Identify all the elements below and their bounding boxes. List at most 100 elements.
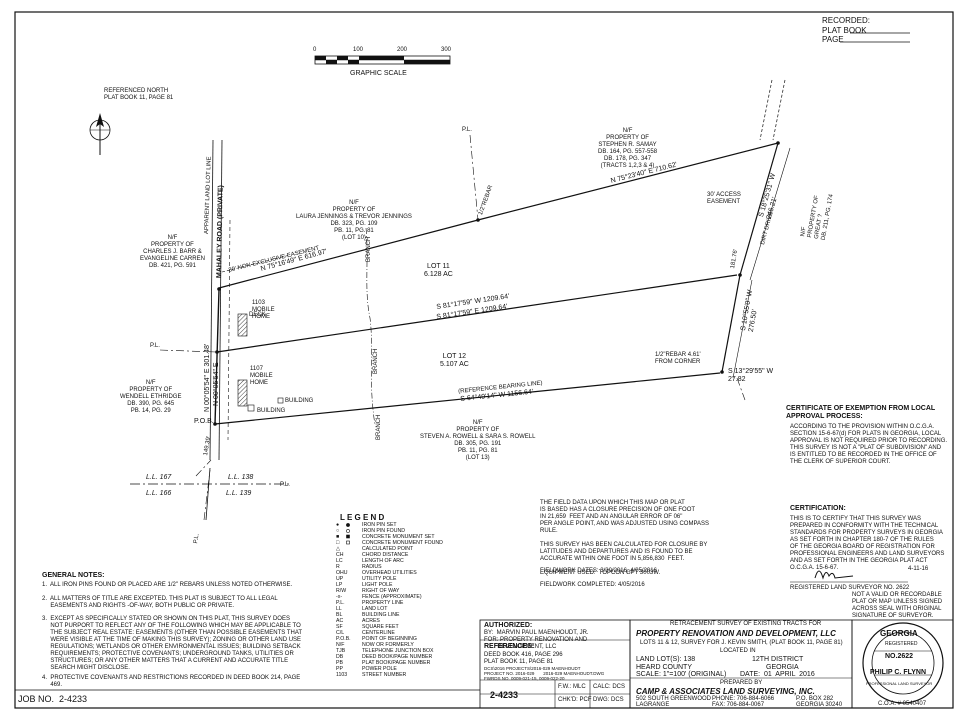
survey-date: DATE: 01 APRIL 2016 <box>740 671 815 678</box>
seal-state: GEORGIA <box>880 629 918 638</box>
legend-label: CONCRETE MONUMENT FOUND <box>362 540 443 546</box>
legend-item: P.L.PROPERTY LINE <box>336 600 403 606</box>
mobile-home-1103: 1103 MOBILE HOME <box>252 300 275 320</box>
legend-symbol: R <box>336 564 340 570</box>
legend-label: TELEPHONE JUNCTION BOX <box>362 648 434 654</box>
general-notes-title: GENERAL NOTES: <box>42 572 105 579</box>
owner-rowell: N/F PROPERTY OF STEVEN A. ROWELL & SARA … <box>420 420 536 461</box>
bearing-west-2: N 00°05'54" E <box>213 362 220 406</box>
land-lot-166: L.L. 166 <box>146 490 172 497</box>
north-reference: REFERENCED NORTH PLAT BOOK 11, PAGE 81 <box>104 88 174 101</box>
survey-heading: RETRACEMENT SURVEY OF EXISTING TRACTS FO… <box>670 621 822 627</box>
legend-label: NOW OR FORMERLY <box>362 642 414 648</box>
firm-city: GEORGIA 30240 <box>796 702 843 708</box>
recorded-label: RECORDED: <box>822 16 871 25</box>
firm-po-box: P.O. BOX 282 <box>796 696 834 702</box>
north-arrow-icon <box>89 113 111 155</box>
legend-symbol: C/L <box>336 630 345 636</box>
firm-fax: FAX: 706-884-0067 <box>712 702 765 708</box>
legend-label: FENCE (APPROXIMATE) <box>362 594 422 600</box>
legend-label: RIGHT OF WAY <box>362 588 400 594</box>
exemption-title: CERTIFICATE OF EXEMPTION FROM LOCAL APPR… <box>786 405 936 420</box>
firm-address-1: 502 SOUTH GREENWOOD <box>636 696 712 702</box>
legend-symbol: PB <box>336 660 343 666</box>
scale-tick-300: 300 <box>441 47 452 53</box>
district: 12TH DISTRICT <box>752 656 804 663</box>
note-2: 2. ALL MATTERS OF TITLE ARE EXCEPTED. TH… <box>42 596 278 609</box>
graphic-scale-bar <box>314 55 451 65</box>
signature-date: 4-11-16 <box>908 566 929 572</box>
pl-label-top: P.L. <box>462 127 472 133</box>
legend-label: PROPERTY LINE <box>362 600 404 606</box>
pob-label: P.O.B. <box>194 418 214 425</box>
firm-coa: C.O.A. # 0540407 <box>878 701 927 707</box>
authorized-label: AUTHORIZED: <box>484 622 533 629</box>
firm-phone: PHONE: 706-884-6066 <box>712 696 775 702</box>
legend-label: CHORD DISTANCE <box>362 552 409 558</box>
legend-symbol: LC <box>336 558 343 564</box>
certification-body: THIS IS TO CERTIFY THAT THIS SURVEY WAS … <box>790 516 945 571</box>
bearing-east-3: S 13°29'55" W 27.82 <box>728 368 774 383</box>
legend-label: POINT OF BEGINNING <box>362 636 417 642</box>
road-name: MAHALEY ROAD (PRIVATE) <box>216 185 225 279</box>
legend-item: ●IRON PIN SET <box>336 522 397 528</box>
firm-name: CAMP & ASSOCIATES LAND SURVEYING, INC. <box>636 687 815 696</box>
legend-item: R/W RIGHT OF WAY <box>336 588 399 594</box>
legend-item: TJB TELEPHONE JUNCTION BOX <box>336 648 433 654</box>
land-lot-138: L.L. 138 <box>228 474 254 481</box>
pl-label-west: P.L. <box>150 343 160 349</box>
references-body: DEED BOOK 416, PAGE 296 PLAT BOOK 11, PA… <box>484 652 563 665</box>
scale-tick-0: 0 <box>313 47 317 53</box>
legend-symbol: TJB <box>336 648 346 654</box>
note-1: 1. ALL IRON PINS FOUND OR PLACED ARE 1/2… <box>42 582 293 588</box>
exemption-body: ACCORDING TO THE PROVISION WITHIN O.C.G.… <box>790 424 948 465</box>
branch-label-2: BRANCH <box>373 348 379 374</box>
closure-notes: THE FIELD DATA UPON WHICH THIS MAP OR PL… <box>540 500 710 576</box>
legend-symbol: N/F <box>336 642 345 648</box>
land-lots: LAND LOT(S): 138 <box>636 656 696 663</box>
lot-12-label: LOT 12 5.107 AC <box>440 353 469 368</box>
legend-symbol: R/W <box>336 588 347 594</box>
legend-label: PLAT BOOK/PAGE NUMBER <box>362 660 431 666</box>
survey-description: LOTS 11 & 12, SURVEY FOR J. KEVIN SMITH,… <box>640 640 843 646</box>
legend-label: IRON PIN FOUND <box>362 528 405 534</box>
legend-label: LAND LOT <box>362 606 388 612</box>
legend-item: ○IRON PIN FOUND <box>336 528 405 534</box>
surveyor-seal-icon <box>862 622 944 704</box>
legend-label: LENGTH OF ARC <box>362 558 404 564</box>
seal-number: NO.2622 <box>885 653 914 660</box>
legend-symbol: SF <box>336 624 343 630</box>
mobile-home-1107: 1107 MOBILE HOME <box>250 366 273 386</box>
seal-registered: REGISTERED <box>885 641 918 647</box>
legend-symbol: ■ <box>336 534 340 540</box>
checked-by: CHK'D: PCF <box>558 697 592 703</box>
authorized-body: BY: MARVIN PAUL MAENHOUDT, JR. FOR: PROP… <box>484 630 589 650</box>
legend-symbol: ● <box>336 522 340 528</box>
legend-item: PB PLAT BOOK/PAGE NUMBER <box>336 660 430 666</box>
fieldwork-by: F.W.: MLC <box>558 684 586 690</box>
note-4: 4. PROTECTIVE COVENANTS AND RESTRICTIONS… <box>42 675 301 688</box>
calc-by: CALC: DCS <box>593 684 626 690</box>
legend-label: BUILDING LINE <box>362 612 400 618</box>
legend-item: ■CONCRETE MONUMENT SET <box>336 534 435 540</box>
scale-tick-100: 100 <box>353 47 364 53</box>
legend-item: CH CHORD DISTANCE <box>336 552 408 558</box>
legend-label: LIGHT POLE <box>362 582 393 588</box>
legend-item: △CALCULATED POINT <box>336 546 413 552</box>
client-name: PROPERTY RENOVATION AND DEVELOPMENT, LLC <box>636 629 836 638</box>
legend-symbol: LL <box>336 606 342 612</box>
legend-item: LL LAND LOT <box>336 606 387 612</box>
legend-symbol: CH <box>336 552 344 558</box>
legend-item: N/F NOW OR FORMERLY <box>336 642 414 648</box>
job-number-box: 2-4233 <box>490 690 519 700</box>
drawn-by: DWG: DCS <box>593 697 624 703</box>
rebar-corner-label: 1/2"REBAR 4.61' FROM CORNER <box>655 352 701 365</box>
graphic-scale-label: GRAPHIC SCALE <box>350 70 407 77</box>
